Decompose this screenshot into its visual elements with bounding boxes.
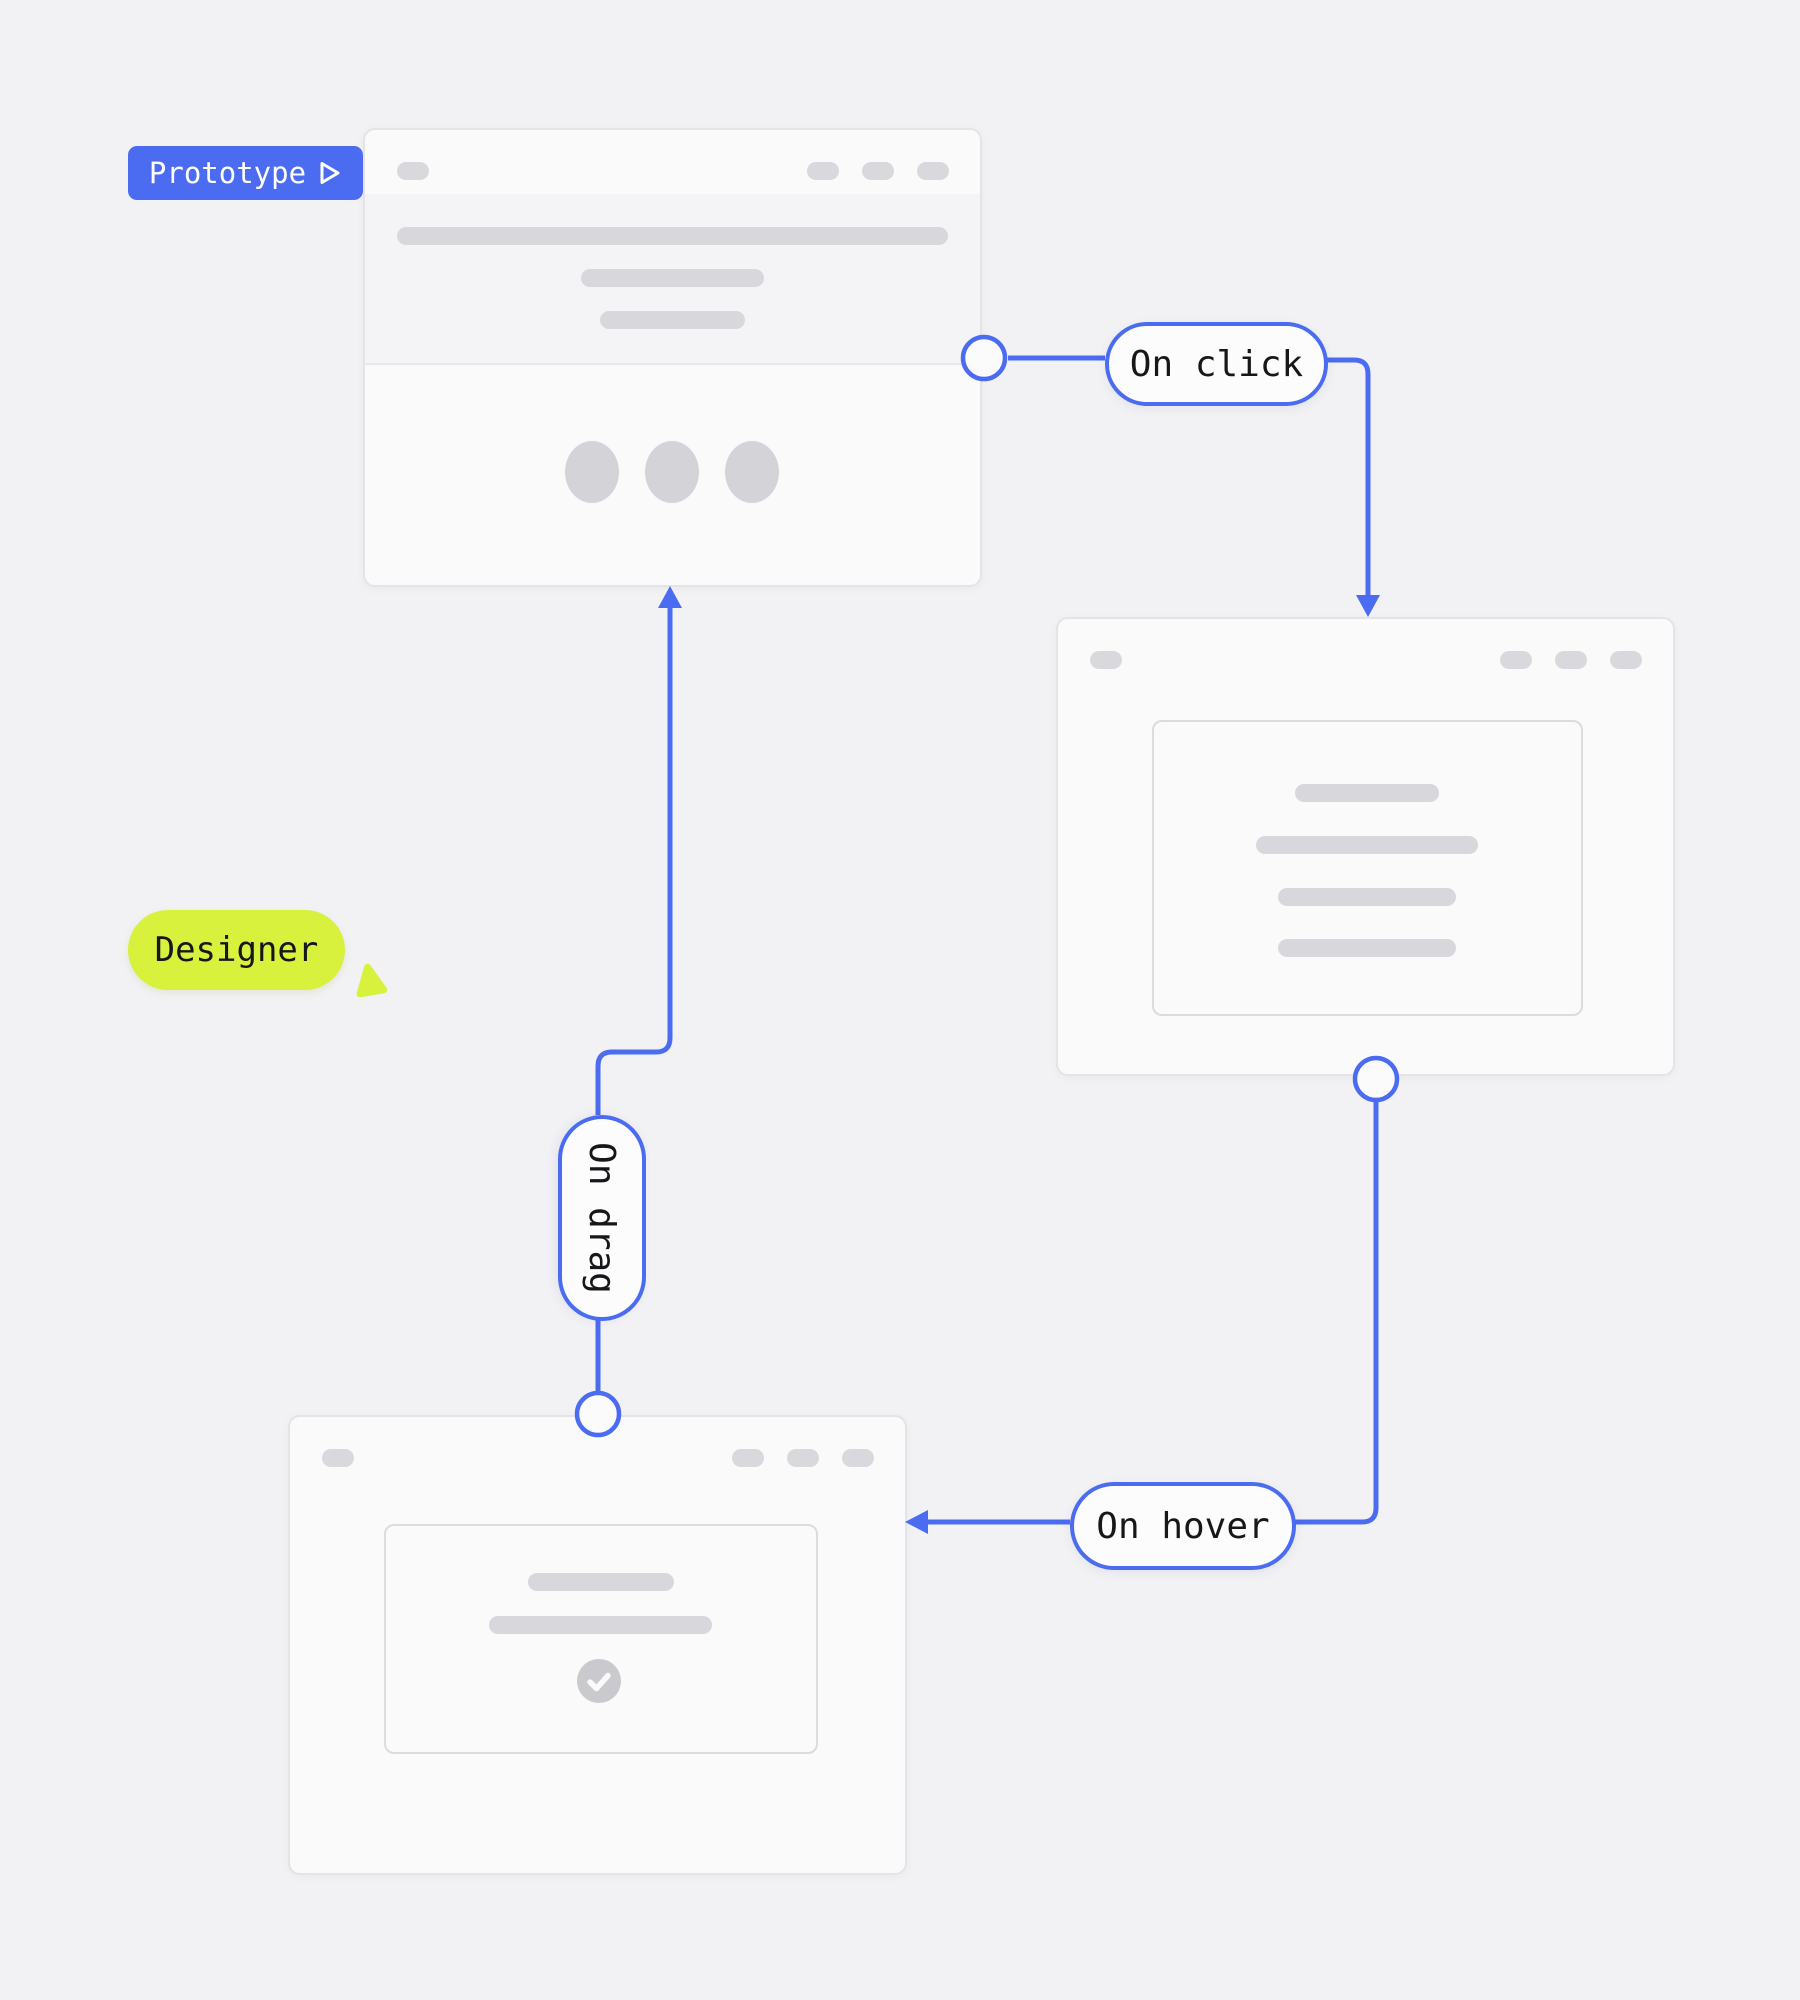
port-screen-2-bottom[interactable]	[1352, 1055, 1400, 1103]
cursor-triangle-icon	[356, 963, 388, 998]
prototype-mode-badge[interactable]: Prototype	[128, 146, 363, 200]
window-control-pill	[1500, 651, 1532, 669]
tab-pill	[397, 162, 429, 180]
designer-user-badge: Designer	[128, 910, 345, 990]
port-screen-1-right[interactable]	[960, 334, 1008, 382]
screen-1-header-band	[365, 194, 980, 365]
window-control-pill	[807, 162, 839, 180]
text-bar	[1295, 784, 1439, 802]
frame-screen-3[interactable]	[288, 1415, 907, 1875]
check-circle-icon	[577, 1659, 621, 1703]
on-drag-label-text: On drag	[581, 1142, 623, 1294]
window-control-pill	[917, 162, 949, 180]
avatar-dot	[645, 441, 699, 503]
prototype-badge-label: Prototype	[148, 156, 307, 190]
frame-screen-2[interactable]	[1056, 617, 1675, 1076]
window-control-pill	[732, 1449, 764, 1467]
on-drag-line-upper	[595, 607, 673, 1115]
window-control-pill	[1555, 651, 1587, 669]
tab-pill	[322, 1449, 354, 1467]
text-bar	[600, 311, 745, 329]
arrowhead-down-icon	[1356, 595, 1380, 617]
text-bar	[489, 1616, 712, 1634]
text-bar	[581, 269, 764, 287]
on-hover-line-upper	[1290, 1101, 1379, 1525]
screen-2-titlebar	[1058, 619, 1673, 683]
on-hover-label[interactable]: On hover	[1070, 1482, 1296, 1570]
play-outline-icon	[320, 162, 340, 184]
on-click-line-end	[1320, 357, 1371, 598]
arrowhead-up-icon	[658, 586, 682, 608]
text-bar	[397, 227, 948, 245]
avatar-dot	[725, 441, 779, 503]
screen-3-titlebar	[290, 1417, 905, 1481]
text-bar	[1256, 836, 1478, 854]
on-click-label-text: On click	[1129, 343, 1304, 385]
text-bar	[528, 1573, 674, 1591]
text-bar	[1278, 939, 1456, 957]
port-screen-3-top[interactable]	[574, 1390, 622, 1438]
screen-1-titlebar	[365, 130, 980, 194]
arrowhead-left-icon	[905, 1510, 928, 1534]
window-control-pill	[787, 1449, 819, 1467]
screen-2-card	[1152, 720, 1583, 1016]
on-click-label[interactable]: On click	[1105, 322, 1328, 406]
frame-screen-1[interactable]	[363, 128, 982, 587]
window-control-pill	[1610, 651, 1642, 669]
text-bar	[1278, 888, 1456, 906]
window-control-pill	[842, 1449, 874, 1467]
avatar-dot	[565, 441, 619, 503]
designer-badge-label: Designer	[154, 930, 319, 970]
screen-3-card	[384, 1524, 818, 1754]
on-drag-label[interactable]: On drag	[558, 1115, 646, 1321]
window-control-pill	[862, 162, 894, 180]
tab-pill	[1090, 651, 1122, 669]
on-hover-label-text: On hover	[1096, 1505, 1270, 1547]
